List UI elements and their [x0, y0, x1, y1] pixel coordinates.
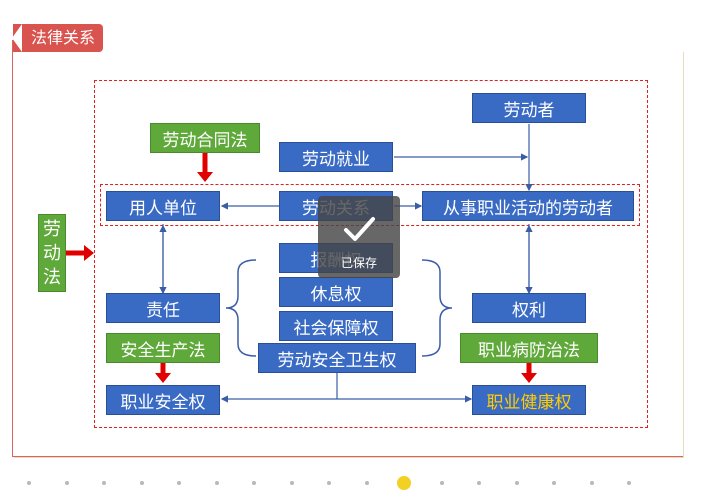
pagination-dot[interactable]	[102, 481, 106, 485]
pagination-dot[interactable]	[289, 481, 294, 485]
pagination-dot[interactable]	[327, 481, 331, 485]
pagination-dot[interactable]	[477, 481, 481, 485]
checkmark-icon	[344, 217, 375, 241]
left-brace	[225, 259, 257, 357]
node-duty: 责任	[106, 293, 220, 323]
pagination-dot[interactable]	[139, 481, 144, 485]
diagram-dashed-frame	[94, 80, 648, 428]
pagination-dot[interactable]	[589, 481, 594, 485]
pagination-dot[interactable]	[252, 481, 256, 485]
saved-label: 已保存	[340, 256, 377, 270]
pagination-dot[interactable]	[64, 481, 69, 485]
pagination-dots	[0, 476, 705, 490]
node-safety-health: 劳动安全卫生权	[258, 343, 416, 373]
saved-toast: 已保存	[318, 196, 400, 278]
pagination-dot[interactable]	[27, 481, 31, 485]
node-occupational-health: 职业健康权	[472, 385, 586, 415]
section-title-tag: 法律关系	[11, 24, 104, 52]
labor-law-label: 劳 动 法	[38, 214, 66, 292]
node-employer: 用人单位	[106, 191, 220, 221]
node-worker: 从事职业活动的劳动者	[422, 191, 634, 221]
node-rest: 休息权	[279, 277, 393, 307]
labor-law-text: 劳 动 法	[43, 219, 61, 288]
node-occupational-disease-law: 职业病防治法	[460, 333, 598, 363]
node-employment: 劳动就业	[279, 142, 393, 172]
node-social-security: 社会保障权	[279, 311, 393, 341]
pagination-dot[interactable]	[514, 481, 519, 485]
pagination-dot[interactable]	[364, 481, 369, 485]
pagination-dot[interactable]	[627, 481, 631, 485]
pagination-dot[interactable]	[439, 481, 444, 485]
node-occupational-safety: 职业安全权	[106, 385, 220, 415]
pagination-dot[interactable]	[552, 481, 556, 485]
node-laborer: 劳动者	[472, 93, 586, 123]
right-brace	[421, 259, 453, 357]
pagination-dot-active[interactable]	[397, 476, 411, 490]
node-safety-production-law: 安全生产法	[106, 333, 220, 363]
node-contract-law: 劳动合同法	[150, 123, 260, 153]
pagination-dot[interactable]	[214, 481, 219, 485]
node-rights: 权利	[472, 293, 586, 323]
pagination-dot[interactable]	[177, 481, 181, 485]
